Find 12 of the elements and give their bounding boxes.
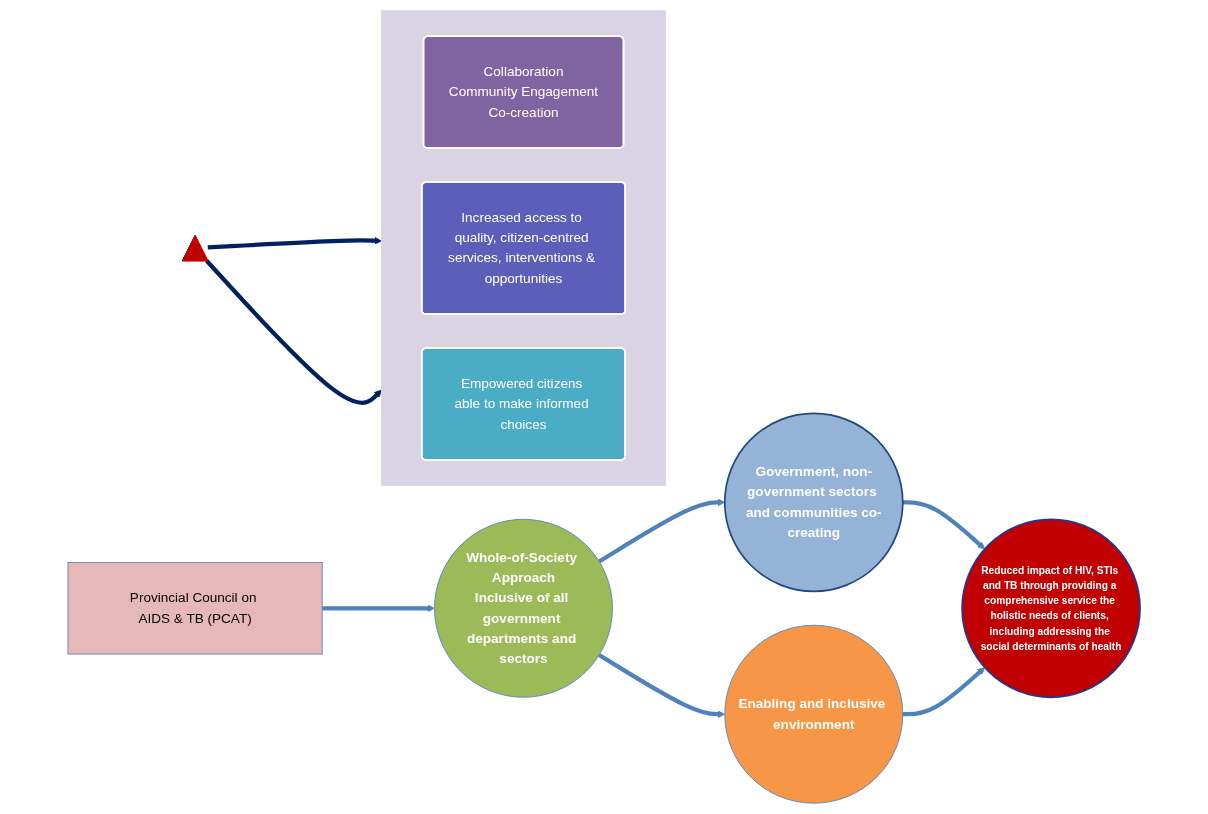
arrow	[902, 500, 986, 550]
arrow	[207, 237, 382, 250]
arrow	[322, 604, 435, 612]
arrow	[902, 667, 986, 717]
node-circle: Whole-of-Society Approach Inclusive of all government departments and sectors	[434, 518, 613, 698]
node-circle: Enabling and inclusive environment	[724, 624, 904, 804]
cluster	[381, 10, 666, 486]
node-circle: Reduced impact of HIV, STIs and TB through providing a comprehensive service the holistic needs of clients, including addressing the social determinants of health	[961, 518, 1141, 699]
arrow	[205, 259, 382, 405]
arrow	[598, 653, 726, 718]
node-circle: Government, non-government sectors and communities co-creating	[723, 412, 904, 593]
node-box: Provincial Council on AIDS & TB (PCAT)	[67, 562, 323, 655]
